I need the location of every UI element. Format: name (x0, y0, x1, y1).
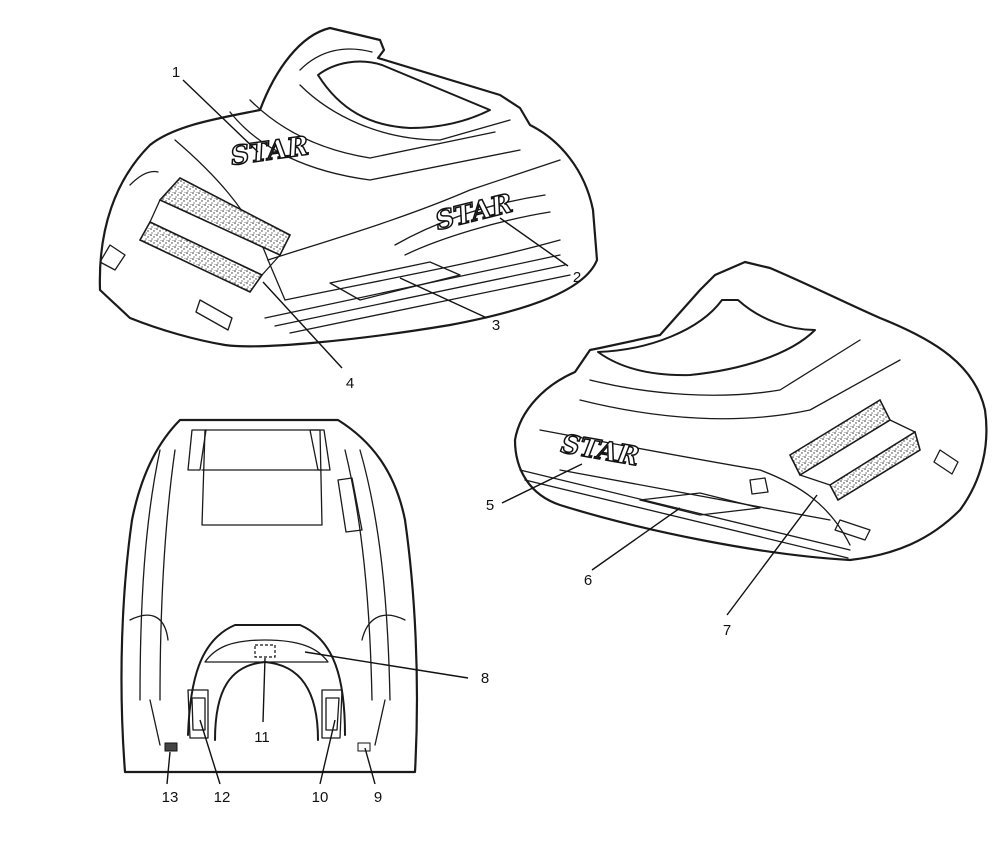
hood-view-front-left: STAR STAR (98, 26, 599, 348)
hood-a-windshield (317, 60, 491, 129)
callout-label: 6 (584, 572, 592, 589)
callout-label: 8 (481, 670, 489, 687)
callout-6: 6 (584, 507, 681, 589)
hood-c-decal-11-outline (254, 644, 276, 658)
callout-13: 13 (162, 751, 179, 806)
callout-2: 2 (499, 217, 581, 286)
callout-label: 9 (374, 789, 382, 806)
callout-5: 5 (486, 463, 583, 514)
callout-12: 12 (199, 719, 231, 806)
callout-3: 3 (399, 277, 500, 334)
callout-label: 2 (573, 269, 581, 286)
callout-9: 9 (364, 747, 382, 806)
callout-4: 4 (262, 281, 354, 392)
hood-view-rear (120, 418, 419, 774)
callout-label: 7 (723, 622, 731, 639)
callout-7: 7 (723, 494, 818, 639)
callout-label: 11 (254, 729, 270, 746)
callout-label: 1 (172, 64, 180, 81)
callout-1: 1 (172, 64, 259, 153)
hood-a-vent-lower (138, 220, 264, 294)
callout-label: 13 (162, 789, 179, 806)
callout-label: 5 (486, 497, 494, 514)
hood-c-outline (120, 418, 419, 774)
hood-b-windshield (597, 299, 816, 377)
hood-c-rear-opening (187, 624, 346, 736)
hood-b-outline (513, 260, 988, 562)
callout-label: 3 (492, 317, 500, 334)
callout-label: 12 (214, 789, 231, 806)
hood-view-front-right: STAR (513, 260, 988, 562)
callout-11: 11 (254, 657, 270, 746)
callout-8: 8 (304, 651, 489, 687)
callout-10: 10 (312, 719, 336, 806)
hood-b-vent-lower (828, 430, 921, 502)
callout-label: 10 (312, 789, 329, 806)
callout-label: 4 (346, 375, 354, 392)
